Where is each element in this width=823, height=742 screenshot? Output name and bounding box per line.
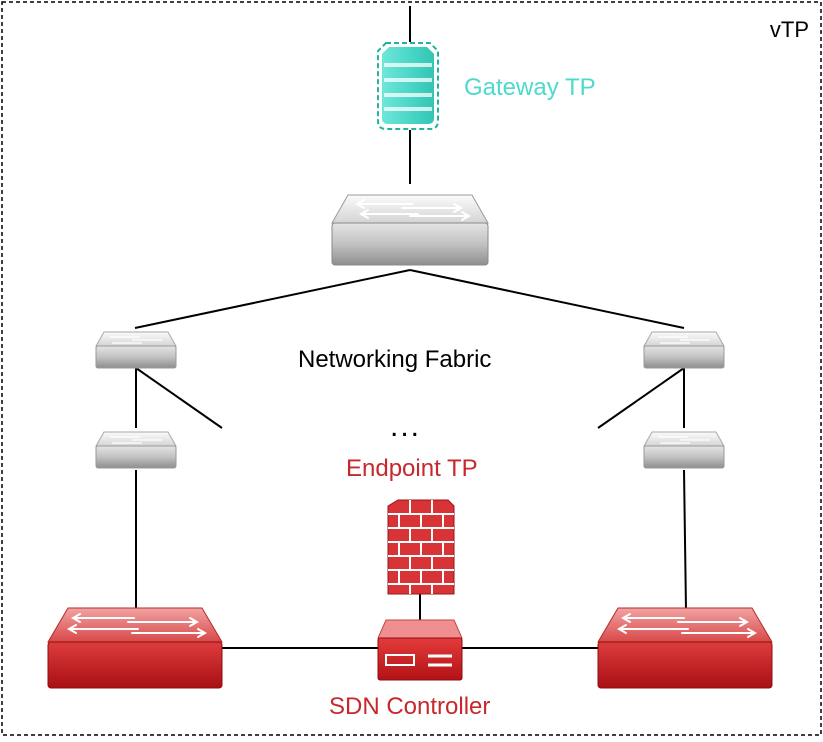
fabric-ellipsis: ... xyxy=(390,410,422,443)
switch-icon xyxy=(95,431,177,469)
switch-icon xyxy=(95,331,177,369)
core-to-left-fabric-link xyxy=(134,269,411,329)
core-switch-icon xyxy=(331,194,489,266)
firewall-icon xyxy=(387,499,455,595)
networking-fabric-label: Networking Fabric xyxy=(298,346,492,373)
right-fabric-diagonal-link xyxy=(597,367,685,429)
endpoint-tp-label: Endpoint TP xyxy=(346,455,478,482)
red-switch-icon xyxy=(597,607,773,689)
gateway-server-icon xyxy=(377,42,439,130)
core-to-right-fabric-link xyxy=(409,269,685,329)
left-fabric-diagonal-link xyxy=(135,367,223,429)
links xyxy=(134,6,687,649)
switch-icon xyxy=(643,431,725,469)
sdn-controller-label: SDN Controller xyxy=(329,693,491,720)
sdn-controller-icon xyxy=(377,619,463,681)
switch-icon xyxy=(643,331,725,369)
gateway-tp-label: Gateway TP xyxy=(464,74,596,101)
right-access-link xyxy=(683,469,687,611)
vtp-label: vTP xyxy=(769,17,809,42)
red-switch-icon xyxy=(47,607,223,689)
